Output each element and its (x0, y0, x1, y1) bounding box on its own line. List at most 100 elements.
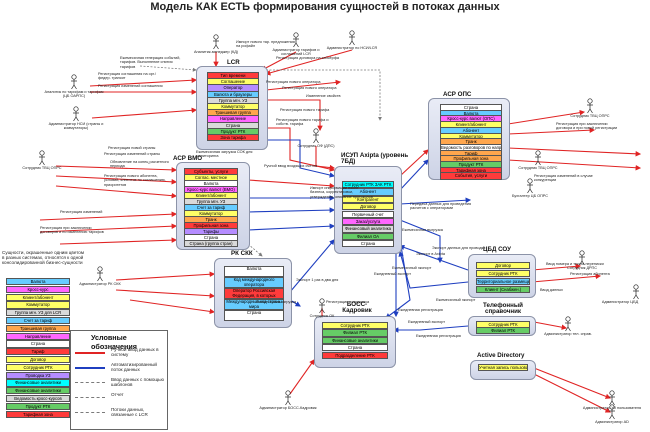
data-flow-arrow (266, 99, 323, 132)
color-legend-item: Тарифная зона (6, 410, 70, 418)
legend-line (75, 382, 105, 383)
flow-label: Передача данных для проведения расчетов … (410, 202, 471, 211)
entity-phonebook-1: Филиал РТК (476, 327, 530, 335)
data-flow-arrow (507, 159, 642, 171)
actor-figure (609, 404, 615, 420)
actor-figure (293, 32, 299, 48)
color-legend-item: Группа мгн. УЗ для LCR (6, 309, 70, 317)
actor-figure (313, 128, 319, 144)
legend-line (75, 397, 105, 398)
system-name: ЦБД СОУ (483, 246, 511, 253)
data-flow-arrow (507, 147, 642, 157)
data-flow-arrow (533, 373, 611, 413)
data-flow-arrow (265, 79, 342, 91)
entity-cbd_sou-2: Территориальное размещение (476, 278, 530, 286)
entity-ad-0: Учетная запись пользователя (478, 364, 528, 372)
actor-label: Сотрудник ТВЦ ОПРС (570, 114, 610, 118)
data-flow-arrow (39, 211, 178, 221)
data-flow-arrow (398, 244, 469, 271)
legend-text: Ручной ввод данных в систему (111, 347, 159, 358)
actor-label: Администратор тарифов и соглашений LCR (272, 48, 320, 57)
legend-item: Ручной ввод данных в систему (75, 347, 165, 361)
flow-label: Изменение свойств (306, 94, 341, 98)
flow-label: Ручной ввод входящих счетов (264, 164, 318, 168)
color-legend-item: Направление (6, 332, 70, 340)
system-name: LCR (227, 59, 240, 66)
actor-figure (527, 178, 533, 194)
data-flow-arrow (55, 165, 178, 173)
flow-label: Регистрация сотрудника (326, 300, 370, 304)
flow-label: Регистрация изменений страны (104, 152, 161, 156)
data-flow-arrow (289, 239, 335, 293)
entity-isup-4: Первичный счет (342, 210, 394, 218)
flow-label: Экспорт данных для проводки (432, 246, 486, 250)
flow-label: Ежемесячная генерация событий, тарифов. … (120, 56, 181, 69)
color-legend-item: Страна (6, 340, 70, 348)
data-flow-arrow (247, 207, 336, 213)
entity-asr_ops-12: События, услуги (440, 172, 502, 180)
actor-label: Сотрудник ОФ (ДПС) (297, 144, 335, 148)
flow-label: Регистрация при заключении договоров и п… (40, 226, 104, 235)
system-name: Телефонный справочник (483, 302, 523, 316)
page-title: Модель КАК ЕСТЬ формирования сущностей в… (150, 1, 500, 13)
color-legend-item: Ведомость кросс-курсов (6, 395, 70, 403)
data-flow-arrow (531, 273, 602, 283)
flow-label: Регистрация нового оператора (266, 80, 321, 84)
data-flow-arrow (289, 359, 315, 395)
entity-lcr-10: Зона тарифа (207, 134, 259, 142)
actor-figure (633, 284, 639, 300)
legend-item: Ввод данных с помощью шаблонов (75, 377, 165, 391)
legend-text: Потоки данных, связанные с LCR (111, 407, 148, 418)
entity-asr_vmo-12: Страна (группа стран) (184, 240, 238, 248)
entity-isup-1: Абонент (342, 188, 394, 196)
color-legend-item: Финансовые аналитики (6, 379, 70, 387)
flow-label: Ежемесячная выгрузка (402, 228, 443, 232)
color-legend-item: Коммутатор (6, 301, 70, 309)
data-flow-arrow (399, 219, 443, 264)
flow-label: Ежемесячный экспорт (436, 298, 476, 302)
data-flow-arrow (129, 299, 216, 315)
flow-label: Регистрация нового абонента, условий, кл… (104, 174, 166, 187)
system-name: АСР ОПС (443, 91, 472, 98)
flow-label: Регистрация изменений (60, 210, 103, 214)
entity-rk_skk-0: Валюта (224, 266, 284, 277)
data-flow-arrow (115, 289, 216, 299)
legend-text: Автоматизированный поток данных (111, 362, 157, 373)
flow-label: Экспорт 1 раз в два дня (296, 278, 339, 282)
actor-figure (349, 30, 355, 46)
flow-label: Импорт нового тар. предложения на рофайл (236, 40, 295, 49)
flow-label: Регистрация договора на кабсёрфа (276, 56, 339, 60)
actor-label: Сотрудник ДРПС (566, 266, 598, 270)
flow-label: Регистрация новой страны (108, 146, 156, 150)
system-name: РК СКК (231, 250, 253, 257)
entity-cbd_sou-1: Сотрудник РТК (476, 270, 530, 278)
color-legend-item: Финансовые аналитики (6, 387, 70, 395)
flow-label: Ежедневный экспорт (374, 272, 412, 276)
color-legend-item: Продукт РТК (6, 402, 70, 410)
actor-figure (609, 390, 615, 406)
entity-isup-7: Филиал ОА (342, 232, 394, 240)
flow-label: Регистрация изменений соглашения (98, 84, 163, 88)
data-flow-arrow (247, 243, 263, 257)
data-flow-arrow (392, 325, 469, 333)
actor-label: Администратор по НСИ/LCR (326, 46, 378, 50)
actor-label: Администратор НСИ (страны и коммутаторы) (48, 122, 104, 131)
legend-text: Ввод данных с помощью шаблонов (111, 377, 164, 388)
color-legend-item: Траншевая группа (6, 324, 70, 332)
actor-label: Сотрудник ТВЦ ОПРС (22, 166, 62, 170)
actor-label: Администратор AD (595, 420, 629, 424)
actor-label: Сотрудник ОК (309, 314, 335, 318)
data-flow-arrow (399, 159, 429, 191)
flow-label: Регистрация изменений в случае конкуренц… (534, 174, 593, 183)
flow-label: Обновление на конец расчетного периода (110, 160, 169, 169)
flow-label: Регистрация при заключении договора и пр… (556, 122, 618, 131)
actor-figure (71, 74, 77, 90)
color-legend-item: Сотрудник РТК (6, 363, 70, 371)
actor-figure (319, 298, 325, 314)
legend-title: Условные обозначения (91, 333, 137, 351)
flow-label: Ежемесячная загрузка (256, 300, 296, 304)
color-legend-item: Счет за тариф (6, 317, 70, 325)
actor-label: Администратор РК СКК (79, 282, 121, 286)
